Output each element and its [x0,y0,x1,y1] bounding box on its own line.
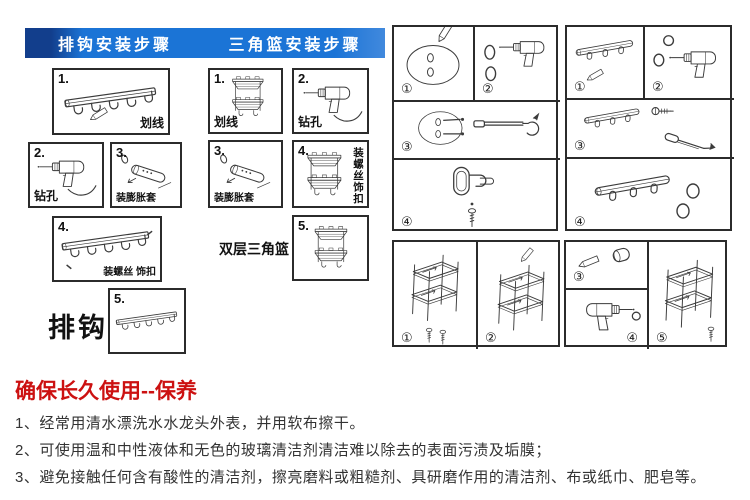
step-label: 钻孔 [34,189,59,203]
panel-number: ① [401,330,413,345]
plate-screws-tool-illustration [418,111,540,145]
basket-step-2-panel: 2. 钻孔 [292,68,369,134]
drill-holes-illustration [653,35,717,78]
diagram-grid-a: ① ② ③ [392,25,560,233]
panel-number: ④ [626,330,638,345]
diagram-panel-a3: ③ [394,102,560,160]
diagram-panel-a1: ① [394,27,475,102]
basket-step-5-panel: 5. [292,215,369,281]
panel-number: ① [574,79,586,94]
step-label: 钻孔 [298,115,323,129]
drill-illustration [303,86,363,122]
hook-step-5-panel: 5. [108,288,186,354]
hook-step-2-panel: 2. 钻孔 [28,142,104,208]
panel-number: ③ [573,269,585,284]
panel-number: ④ [574,214,586,229]
hook-steps-title: 排钩安装步骤 [57,37,172,54]
drill-holes-illustration [484,41,545,82]
maintenance-heading: 确保长久使用--保养 [15,380,197,403]
diagram-panel-c2: ② [478,242,562,349]
diagram-grid-c-left: ① ② [392,240,562,349]
maintenance-section: 确保长久使用--保养 1、经常用清水漂洗水水龙头外表，并用软布擦干。 2、可使用… [15,375,743,493]
step-label: 装膨胀套 [214,193,254,204]
step-label: 装螺丝饰扣 [352,147,364,205]
step-label: 划线 [139,116,164,130]
hook-step-4-panel: 4. 装螺丝 饰扣 [52,216,162,282]
step-label: 装螺丝 饰扣 [103,267,156,278]
basket-step-4-panel: 4. 装螺丝饰扣 [292,140,369,208]
diagram-panel-b4: ④ [567,159,734,233]
hook-step-3-panel: 3. 装膨胀套 [110,142,182,208]
drill-illustration [586,303,641,331]
hook-bracket-screw-illustration [453,166,495,228]
panel-number: ③ [401,139,413,154]
step-label: 划线 [214,115,239,129]
step-number: 3. [116,145,127,160]
maintenance-line-2: 2、可使用温和中性液体和无色的玻璃清洁剂清洁难以除去的表面污渍及垢膜； [15,442,551,459]
diagram-panel-c3: ③ [566,242,649,290]
section-banner: 排钩安装步骤 三角篮安装步骤 [25,28,385,58]
rail-screws-driver-illustration [583,107,717,156]
panel-number: ④ [401,214,413,229]
step-number: 3. [214,143,225,158]
maintenance-line-1: 1、经常用清水漂洗水水龙头外表，并用软布擦干。 [15,415,365,432]
panel-number: ③ [574,138,586,153]
step-number: 2. [34,145,45,160]
step-number: 4. [298,143,309,158]
step-label: 装膨胀套 [116,193,156,204]
panel-number: ② [652,79,664,94]
basket-step-1-panel: 1. 划线 [208,68,283,134]
hook-caption: 排钩 [48,313,108,343]
maintenance-line-3: 3、避免接触任何含有酸性的清洁剂，擦亮磨料或粗糙剂、具研磨作用的清洁剂、布或纸巾… [15,469,706,486]
step-number: 4. [58,219,69,234]
diagram-panel-b1: ① [567,27,645,100]
panel-number: ② [482,81,494,96]
diagram-panel-a4: ④ [394,160,560,233]
diagram-panel-b3: ③ [567,100,734,159]
panel-number: ⑤ [656,330,668,345]
diagram-panel-a2: ② [475,27,560,102]
diagram-panel-c5: ⑤ [649,242,729,349]
step-number: 5. [298,218,309,233]
panel-number: ① [401,81,413,96]
diagram-panel-c4: ④ [566,290,649,349]
step-number: 2. [298,71,309,86]
step-number: 1. [58,71,69,86]
panel-number: ② [485,330,497,345]
diagram-grid-c-right: ③ ④ ⑤ [564,240,729,349]
hook-step-1-panel: 1. 划线 [52,68,170,135]
basket-steps-title: 三角篮安装步骤 [228,37,362,54]
diagram-panel-b2: ② [645,27,734,100]
diagram-panel-c1: ① [394,242,478,349]
step-number: 1. [214,71,225,86]
step-number: 5. [114,291,125,306]
diagram-grid-b: ① ② ③ ④ [565,25,734,233]
basket-caption: 双层三角篮 [219,241,289,257]
hook-rail-illustration [61,230,153,270]
rail-caps-illustration [594,174,700,219]
basket-step-3-panel: 3. 装膨胀套 [208,140,283,208]
drill-illustration [37,160,97,196]
